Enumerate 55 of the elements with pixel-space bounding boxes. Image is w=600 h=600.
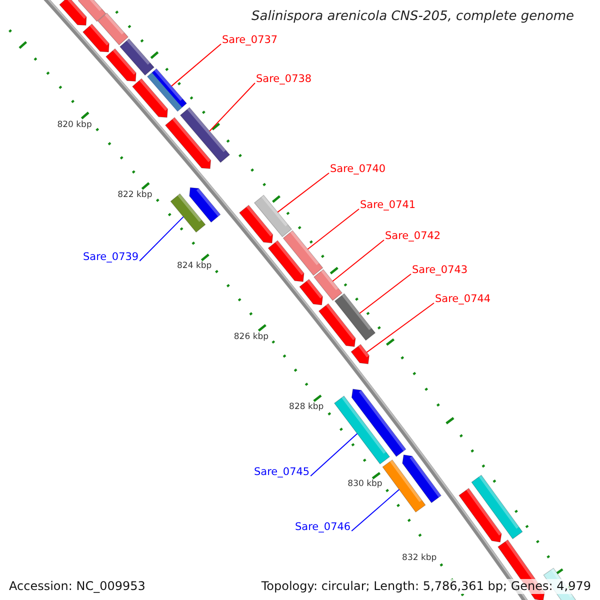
position-label: 830 kbp [348,479,382,490]
gene-feature-bar [351,388,406,457]
gene-label: Sare_0745 [253,466,311,479]
position-label: 826 kbp [234,332,269,342]
gene-feature-bar [82,24,110,52]
gene-feature-bar [334,293,376,341]
position-label: 822 kbp [118,190,152,200]
gene-label: Sare_0737 [221,34,279,47]
position-label: 824 kbp [177,261,212,272]
gene-feature-bar [180,107,230,163]
gene-label: Sare_0742 [384,230,442,243]
gene-feature-bar [268,240,304,282]
leader-line [359,274,412,314]
position-label: 832 kbp [402,553,437,564]
accession-number: Accession: NC_009953 [9,579,146,594]
gene-label: Sare_0738 [255,73,313,86]
gene-feature-bar [59,0,87,26]
leader-line [332,240,384,282]
gene-feature-bar [334,396,390,464]
gene-feature-bar [471,474,523,540]
gene-feature-bar [106,48,136,82]
gene-label: Sare_0741 [359,199,417,212]
leader-line [171,44,222,87]
gene-feature-bar [402,454,442,504]
gene-feature-bar [238,204,274,244]
gene-label: Sare_0744 [434,293,492,306]
gene-feature-bar [318,303,356,347]
leader-line [277,172,330,213]
gene-feature-bar [78,0,106,22]
gene-feature-bar [350,344,370,364]
leader-line [307,208,360,250]
gene-feature-bar [170,193,206,233]
position-label: 820 kbp [57,120,92,130]
gene-label: Sare_0740 [329,163,387,176]
gene-label: Sare_0746 [294,521,352,534]
position-label: 828 kbp [289,402,324,412]
gene-feature-bar [314,269,342,301]
gene-feature-bar [189,187,221,223]
gene-label: Sare_0743 [411,264,469,277]
leader-line [366,302,434,353]
gene-feature-bar [382,459,426,513]
gene-feature-bar [299,278,323,306]
gene-feature-bar [132,78,168,118]
gene-feature-bar [458,488,502,542]
gene-feature-bar [120,38,154,76]
gene-feature-bar [164,117,212,169]
leader-line [209,82,256,132]
gene-label: Sare_0739 [82,251,140,264]
leader-line [351,489,400,532]
leader-line [310,433,358,476]
gene-feature-bar [254,194,292,238]
gene-feature-bar [282,230,324,276]
diagram-title: Salinispora arenicola CNS-205, complete genome [250,9,574,24]
leader-line [139,216,184,262]
gene-feature-bar [97,12,129,46]
